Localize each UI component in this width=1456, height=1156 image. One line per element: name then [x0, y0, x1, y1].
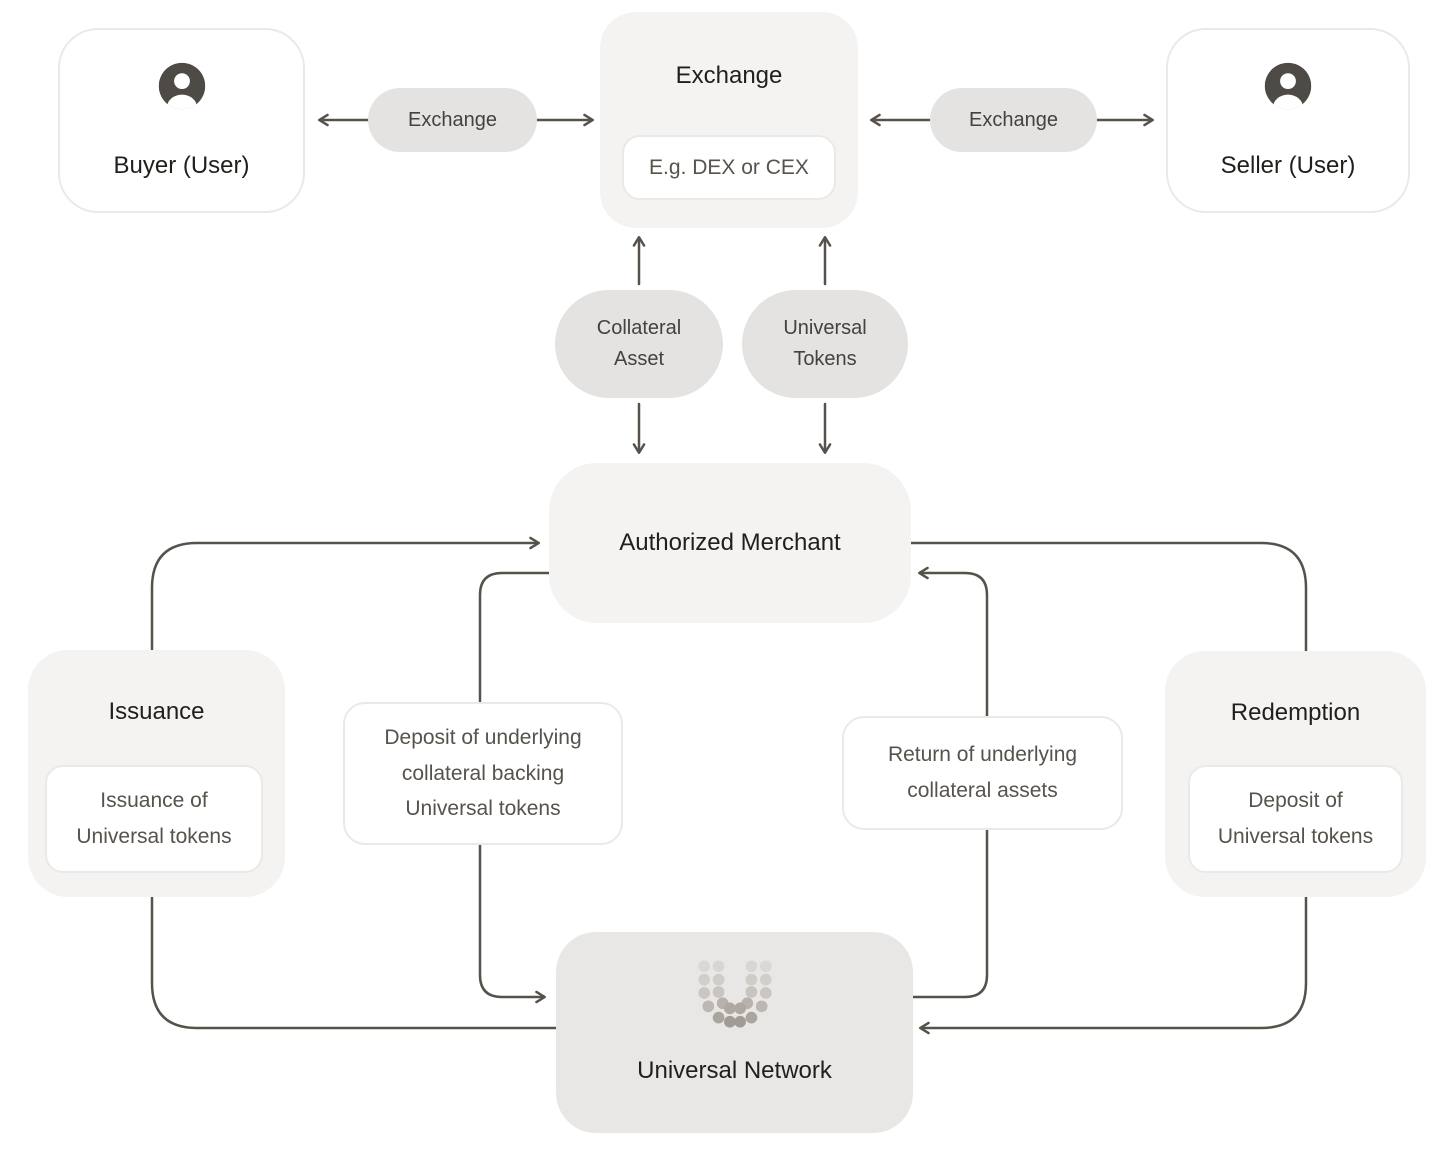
redemption-node: Redemption Deposit of Universal tokens	[1165, 651, 1426, 897]
issuance-node: Issuance Issuance of Universal tokens	[28, 650, 285, 897]
return-note-box: Return of underlying collateral assets	[842, 716, 1123, 830]
universal-network-label: Universal Network	[637, 1057, 832, 1084]
universal-dotted-u-logo-icon	[696, 958, 774, 1030]
issuance-detail-box: Issuance of Universal tokens	[45, 765, 263, 873]
deposit-note-box: Deposit of underlying collateral backing…	[343, 702, 623, 845]
buyer-node: Buyer (User)	[58, 28, 305, 213]
return-note-label: Return of underlying collateral assets	[887, 743, 1078, 802]
authorized-merchant-label: Authorized Merchant	[619, 529, 841, 556]
universal-tokens-pill: Universal Tokens	[742, 290, 908, 398]
user-avatar-icon	[1262, 60, 1314, 112]
issuance-detail-label: Issuance of Universal tokens	[76, 789, 232, 848]
exchange-node: Exchange E.g. DEX or CEX	[600, 12, 858, 228]
redemption-title: Redemption	[1230, 699, 1361, 726]
issuance-title: Issuance	[108, 698, 205, 725]
deposit-note-label: Deposit of underlying collateral backing…	[384, 725, 582, 821]
authorized-merchant-node: Authorized Merchant	[549, 463, 911, 623]
buyer-label: Buyer (User)	[113, 152, 250, 179]
user-avatar-icon	[156, 60, 208, 112]
seller-label: Seller (User)	[1220, 152, 1356, 179]
exchange-flow-pill-left: Exchange	[368, 88, 537, 152]
universal-network-node: Universal Network	[556, 932, 913, 1133]
exchange-flow-label-right: Exchange	[969, 109, 1058, 131]
universal-tokens-label: Universal Tokens	[783, 317, 867, 370]
exchange-flow-pill-right: Exchange	[930, 88, 1097, 152]
exchange-example-box: E.g. DEX or CEX	[622, 135, 836, 200]
collateral-asset-label: Collateral Asset	[596, 317, 682, 370]
exchange-flow-label-left: Exchange	[408, 109, 497, 131]
exchange-example-label: E.g. DEX or CEX	[649, 155, 809, 179]
collateral-asset-pill: Collateral Asset	[555, 290, 723, 398]
redemption-detail-label: Deposit of Universal tokens	[1217, 789, 1374, 848]
seller-node: Seller (User)	[1166, 28, 1410, 213]
exchange-title: Exchange	[675, 62, 783, 89]
redemption-detail-box: Deposit of Universal tokens	[1188, 765, 1403, 873]
